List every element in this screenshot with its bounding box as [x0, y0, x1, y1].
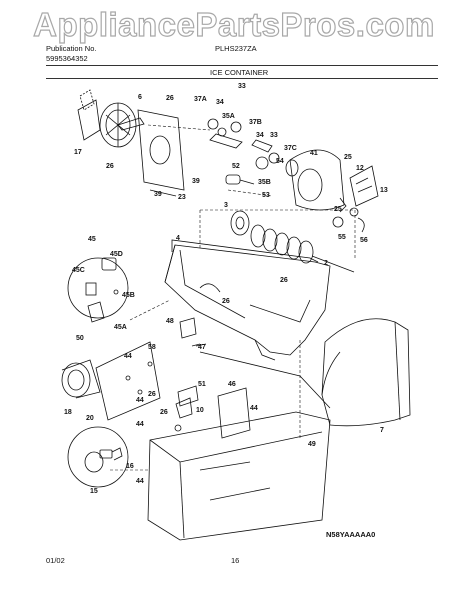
callout-label: 34: [216, 99, 224, 106]
callout-label: 25: [344, 154, 352, 161]
callout-label: 33: [238, 83, 246, 90]
watermark-text: AppliancePartsPros.com: [33, 5, 435, 43]
callout-label: 10: [196, 407, 204, 414]
callout-label: 56: [360, 237, 368, 244]
part-45-detail-circle: [67, 257, 129, 323]
part-2-auger-spring: [250, 224, 355, 273]
callout-label: 26: [160, 409, 168, 416]
callout-label: 26: [166, 95, 174, 102]
callout-label: 52: [232, 163, 240, 170]
callout-label: 47: [198, 344, 206, 351]
callout-label: 44: [250, 405, 258, 412]
header-rule-bottom: [46, 78, 438, 79]
model-number: PLHS237ZA: [215, 44, 257, 53]
part-23-mounting-plate: [137, 109, 185, 197]
publication-number: 5995364352: [46, 54, 88, 63]
callout-label: 35A: [222, 113, 235, 120]
part-48-clip: [179, 317, 201, 347]
callout-label: 44: [124, 353, 132, 360]
callout-label: 48: [166, 318, 174, 325]
callout-label: 44: [136, 397, 144, 404]
callout-label: 49: [308, 441, 316, 448]
callout-label: 35B: [258, 179, 271, 186]
callout-label: 6: [138, 94, 142, 101]
callout-label: 33: [270, 132, 278, 139]
callout-label: 23: [178, 194, 186, 201]
assembly-guide-lines: [110, 124, 356, 471]
callout-label: 37B: [249, 119, 262, 126]
callout-label: 25: [334, 206, 342, 213]
part-7-door-panel: [321, 318, 411, 427]
callout-label: 26: [222, 298, 230, 305]
callout-label: 7: [380, 427, 384, 434]
callout-label: 17: [74, 149, 82, 156]
callout-label: 39: [192, 178, 200, 185]
section-title: ICE CONTAINER: [210, 68, 269, 77]
drawing-code: N58YAAAAA0: [326, 530, 376, 539]
callout-label: 58: [148, 344, 156, 351]
callout-label: 53: [262, 192, 270, 199]
callout-label: 45A: [114, 324, 127, 331]
part-15-light-bulb: [67, 426, 129, 488]
callout-label: 13: [380, 187, 388, 194]
callout-label: 26: [148, 391, 156, 398]
part-41-drive-housing: [285, 149, 345, 211]
part-52-coupling: [225, 174, 255, 185]
callout-label: 51: [198, 381, 206, 388]
part-46-shaft: [195, 343, 331, 409]
callout-label: 26: [280, 277, 288, 284]
header-rule-top: [46, 65, 438, 66]
callout-label: 45: [88, 236, 96, 243]
part-34-gear-assembly: [207, 118, 280, 170]
part-20-motor-mount: [95, 341, 161, 421]
callout-label: 55: [338, 234, 346, 241]
publication-label: Publication No.: [46, 44, 97, 53]
part-18-motor: [61, 359, 101, 399]
part-10-bracket: [174, 385, 199, 432]
part-13-bracket: [349, 165, 379, 207]
callout-label: 54: [276, 158, 284, 165]
callout-label: 45D: [110, 251, 123, 258]
footer-date: 01/02: [46, 556, 65, 565]
callout-label: 37C: [284, 145, 297, 152]
part-3-gear: [230, 210, 250, 236]
part-17-panel: [77, 89, 101, 141]
callout-label: 16: [126, 463, 134, 470]
callout-label: 26: [106, 163, 114, 170]
callout-label: 12: [356, 165, 364, 172]
callout-label: 45B: [122, 292, 135, 299]
callout-labels: 6 26 37A 34 33 35A 37B 34 33 52 54 37C 4…: [64, 83, 388, 495]
callout-label: 4: [176, 235, 180, 242]
callout-label: 39: [154, 191, 162, 198]
callout-label: 50: [76, 335, 84, 342]
callout-label: 3: [224, 202, 228, 209]
part-6-auger-fan: [99, 102, 145, 148]
callout-label: 37A: [194, 96, 207, 103]
callout-label: 18: [64, 409, 72, 416]
callout-label: 2: [324, 260, 328, 267]
part-49-housing-cover: [147, 387, 331, 541]
callout-label: 45C: [72, 267, 85, 274]
callout-label: 41: [310, 150, 318, 157]
part-55-clips: [332, 197, 365, 233]
callout-label: 44: [136, 421, 144, 428]
callout-label: 46: [228, 381, 236, 388]
callout-label: 20: [86, 415, 94, 422]
part-4-ice-container: [164, 239, 331, 361]
page-number: 16: [231, 556, 240, 565]
callout-label: 44: [136, 478, 144, 485]
callout-label: 15: [90, 488, 98, 495]
callout-label: 34: [256, 132, 264, 139]
